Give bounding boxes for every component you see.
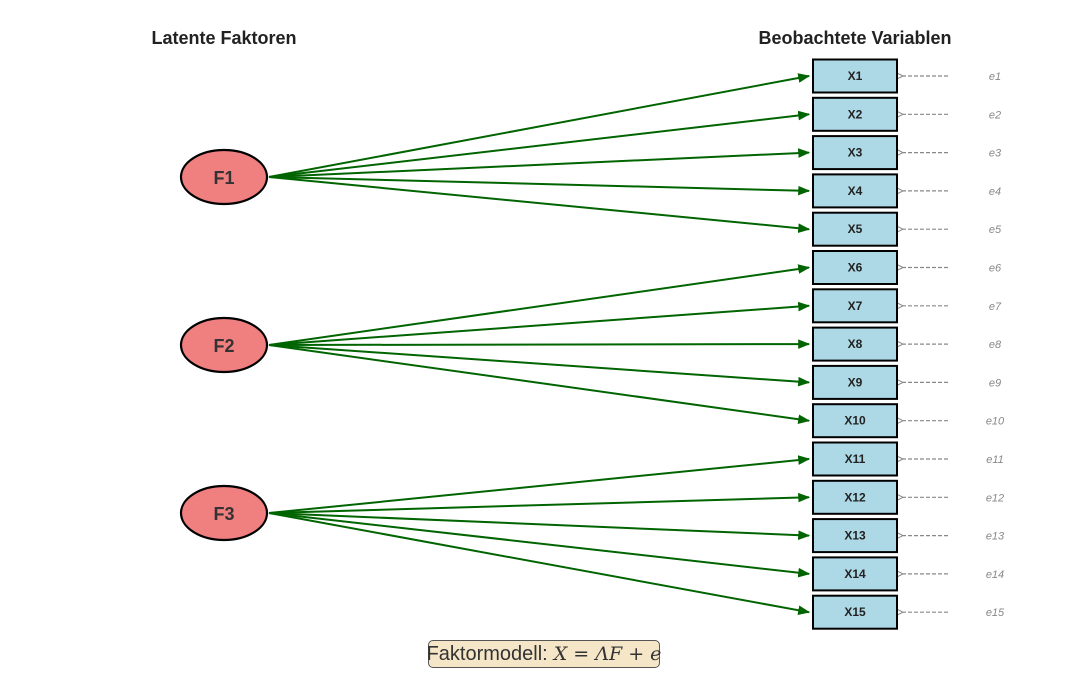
variable-x15: X15	[812, 594, 898, 630]
variable-x4: X4	[812, 173, 898, 209]
error-term-label: e1	[989, 71, 1001, 83]
loading-arrow-f1-x4	[268, 176, 811, 196]
variable-box	[812, 288, 898, 324]
loading-arrow-f3-x13	[268, 512, 811, 540]
loading-arrow-f1-x1	[268, 73, 811, 178]
error-term-label: e15	[986, 607, 1005, 619]
loading-arrow-f1-x5	[268, 176, 811, 233]
variable-x11: X11	[812, 441, 898, 477]
formula-expression: X = ΛF + e	[553, 643, 662, 665]
variable-box	[812, 250, 898, 285]
error-arrows: e1 e2 e3 e4 e5 e6 e7 e8 e9 e10 e11 e12 e13 e14 e15	[903, 71, 1005, 619]
variable-x7: X7	[812, 288, 898, 324]
variable-box	[812, 479, 898, 515]
variable-box	[812, 96, 898, 132]
variable-x12: X12	[812, 479, 898, 515]
factor-f1: F1	[179, 148, 269, 206]
factor-f3: F3	[179, 484, 269, 542]
variable-label: X3	[848, 146, 863, 160]
variable-label: X7	[848, 299, 863, 313]
loading-arrow-f3-x12	[268, 492, 811, 514]
loading-arrow-f2-x7	[268, 301, 811, 346]
variable-label: X5	[848, 222, 863, 236]
variable-x5: X5	[812, 211, 898, 247]
variable-x1: X1	[812, 58, 898, 94]
variable-x9: X9	[812, 364, 898, 400]
error-term-label: e13	[986, 531, 1005, 543]
factor-label: F1	[213, 168, 234, 188]
error-term-label: e3	[989, 148, 1002, 160]
formula-prefix: Faktormodell:	[426, 642, 548, 665]
variable-label: X8	[848, 337, 863, 351]
error-term-label: e4	[989, 186, 1001, 198]
variable-x14: X14	[812, 556, 898, 592]
variable-x10: X10	[812, 403, 898, 439]
variable-box	[812, 364, 898, 400]
variable-box	[812, 594, 898, 630]
error-term-label: e6	[989, 263, 1002, 275]
loading-arrow-f3-x15	[268, 512, 811, 615]
variable-label: X14	[844, 567, 866, 581]
variable-x2: X2	[812, 96, 898, 132]
factor-label: F2	[213, 336, 234, 356]
loading-arrows	[268, 73, 811, 615]
loading-arrow-f3-x14	[268, 512, 811, 578]
factor-ellipse	[179, 148, 269, 206]
variable-box	[812, 518, 898, 554]
variable-label: X10	[844, 414, 866, 428]
variable-box	[812, 135, 898, 171]
variable-label: X4	[848, 184, 863, 198]
variable-label: X12	[844, 490, 866, 504]
observed-variables-header: Beobachtete Variablen	[758, 28, 951, 48]
variable-x3: X3	[812, 135, 898, 171]
variable-box	[812, 441, 898, 477]
factor-label: F3	[213, 504, 234, 524]
variable-label: X9	[848, 375, 863, 389]
variable-label: X2	[848, 107, 863, 121]
error-term-label: e9	[989, 377, 1001, 389]
formula-box: Faktormodell: X = ΛF + e	[426, 640, 662, 668]
variable-label: X11	[845, 452, 866, 466]
loading-arrow-f2-x6	[268, 264, 811, 346]
error-term-label: e7	[989, 301, 1002, 313]
factor-ellipse	[179, 316, 269, 374]
loading-arrow-f1-x3	[268, 148, 811, 178]
variable-label: X1	[848, 69, 863, 83]
variable-box	[812, 403, 898, 439]
error-term-label: e8	[989, 339, 1002, 351]
variable-label: X15	[844, 605, 866, 619]
variable-box	[812, 211, 898, 247]
factor-f2: F2	[179, 316, 269, 374]
variable-box	[812, 326, 898, 362]
latent-factors-header: Latente Faktoren	[151, 28, 296, 48]
error-term-label: e5	[989, 224, 1002, 236]
loading-arrow-f1-x2	[268, 110, 811, 178]
variable-x8: X8	[812, 326, 898, 362]
loading-arrow-f2-x10	[268, 344, 811, 424]
error-term-label: e14	[986, 569, 1004, 581]
variable-label: X13	[844, 529, 866, 543]
error-term-label: e12	[986, 492, 1004, 504]
error-term-label: e11	[986, 454, 1004, 466]
loading-arrow-f3-x11	[268, 455, 811, 514]
error-term-label: e2	[989, 109, 1001, 121]
loading-arrow-f2-x9	[268, 344, 811, 387]
variable-x13: X13	[812, 518, 898, 554]
variable-box	[812, 173, 898, 209]
variable-x6: X6	[812, 250, 898, 285]
variable-label: X6	[848, 261, 863, 275]
loading-arrow-f2-x8	[268, 339, 811, 349]
error-term-label: e10	[986, 416, 1005, 428]
factor-ellipse	[179, 484, 269, 542]
variable-box	[812, 58, 898, 94]
variable-box	[812, 556, 898, 592]
